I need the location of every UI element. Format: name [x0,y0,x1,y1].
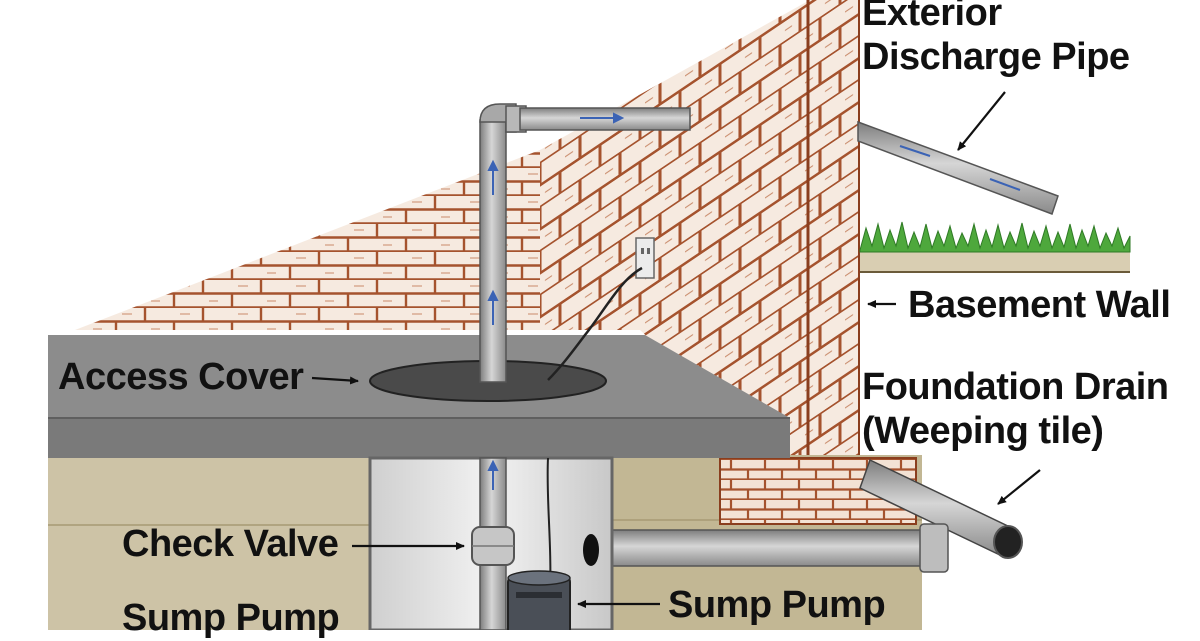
pit-inlet-pipe [611,529,943,567]
wall-edge [808,0,860,470]
access-cover-leader [311,376,359,385]
power-cord [547,266,643,381]
foundation-label-line-2: (Weeping tile) [862,409,1104,452]
exterior-label-line-1: Exterior [862,0,1002,34]
electrical-outlet-icon [635,237,655,279]
exterior-discharge-pipe-label: Exterior Discharge Pipe [862,0,1130,79]
grass [859,221,1131,253]
sump-pump-label-right: Sump Pump [668,584,886,626]
basement-wall-label: Basement Wall [908,284,1171,326]
floor-slab-front [48,418,790,458]
soil-left [48,455,370,630]
exterior-discharge-pipe [857,120,1059,215]
foundation-drain-leader [997,469,1041,505]
exterior-label-line-2: Discharge Pipe [862,35,1130,78]
foundation-label-line-1: Foundation Drain [862,366,1169,408]
exterior-pipe-leader [957,91,1006,151]
access-cover-label: Access Cover [58,356,304,398]
flow-arrow-icon [487,112,625,490]
check-valve-label: Check Valve [122,523,339,565]
foundation-drain-label: Foundation Drain (Weeping tile) [862,366,1169,453]
pit-inlet-hole [583,534,599,566]
vertical-discharge-pipe [479,119,507,383]
sump-pump-label-left: Sump Pump [122,597,340,639]
